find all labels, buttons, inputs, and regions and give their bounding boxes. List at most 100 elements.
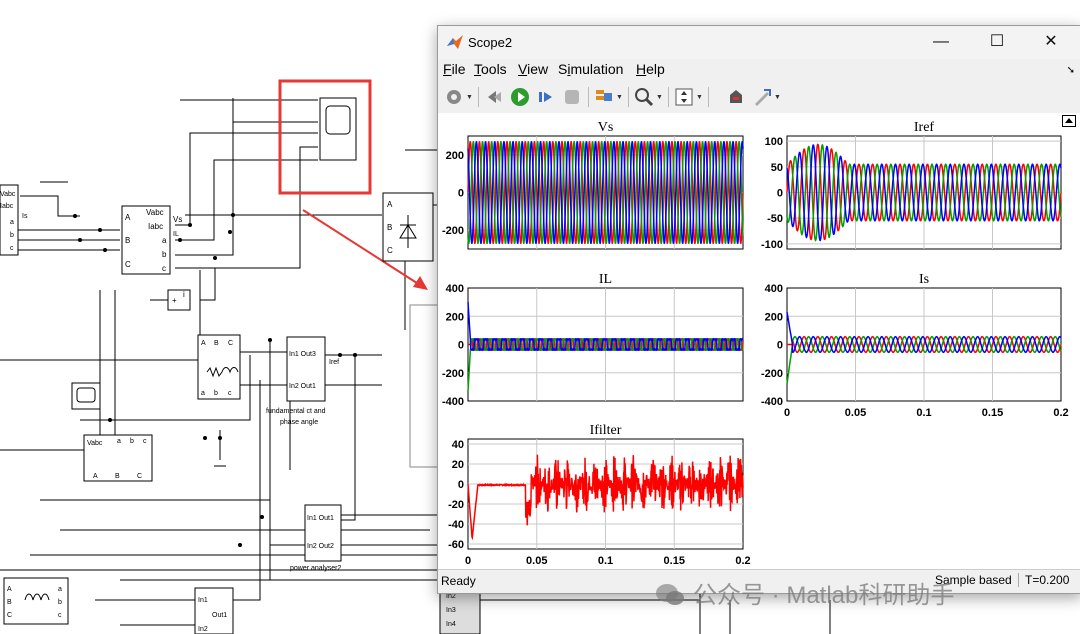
scope-plots: Vs-2000200Iref-100-50050100IL-400-200020… (442, 120, 1069, 567)
port-c2-label: c (162, 264, 166, 273)
highlight-icon[interactable] (726, 87, 746, 107)
m2-b-label: b (130, 438, 134, 445)
i-label: i (183, 290, 185, 299)
plot-title-0: Vs (598, 120, 614, 135)
status-text: Ready (441, 574, 476, 588)
restore-view-icon[interactable] (484, 87, 504, 107)
y-tick-label: -200 (442, 368, 464, 380)
watermark: 公众号 · Matlab科研助手 (655, 575, 954, 610)
menu-sim-pre: S (558, 61, 568, 77)
style-dropdown-icon[interactable]: ▼ (616, 94, 623, 101)
style-icon[interactable] (594, 87, 614, 107)
measurement-block-left[interactable]: Vabc Iabc a b c (0, 184, 19, 256)
menu-file[interactable]: File (443, 61, 466, 77)
power-analyser-subsystem[interactable]: In1 Out1 In2 Out2 (304, 504, 342, 562)
menu-view[interactable]: View (518, 61, 549, 77)
rect-B-label: B (387, 223, 392, 232)
dock-arrow-icon[interactable]: ➘ (1066, 65, 1075, 76)
menu-bar: File Tools View Simulation Help ➘ (438, 59, 1080, 81)
mux-in4-label: In4 (446, 621, 456, 628)
fundamental-ct-subsystem[interactable]: In1 Out3 In2 Out1 (286, 336, 326, 402)
y-tick-label: 50 (771, 162, 783, 174)
zoom-icon[interactable] (634, 87, 654, 107)
scope-block[interactable] (319, 97, 357, 161)
y-tick-label: 0 (458, 340, 464, 352)
step-forward-icon[interactable] (536, 87, 556, 107)
series-line-3-1 (786, 335, 1062, 385)
series-line-0-2 (467, 141, 744, 244)
autoscale-dropdown-icon[interactable]: ▼ (696, 94, 703, 101)
measure-dropdown-icon[interactable]: ▼ (774, 94, 781, 101)
status-bar: Ready Sample based T=0.200 (438, 569, 1080, 593)
measurement-block-2[interactable]: Vabc a b c A B C (83, 434, 153, 482)
x-tick-label: 0.1 (916, 407, 931, 419)
measure-icon[interactable] (752, 87, 772, 107)
rectifier-block[interactable]: A B C (382, 192, 434, 262)
load-b-label: b (214, 390, 218, 397)
vi-measurement-block[interactable]: Vabc Iabc A B C a b c (121, 205, 171, 275)
bus-block[interactable] (409, 304, 439, 468)
settings-icon[interactable] (444, 87, 464, 107)
minimize-button[interactable]: — (933, 33, 949, 50)
load-A-label: A (201, 340, 206, 347)
plot-title-4: Ifilter (590, 423, 622, 438)
series-line-3-0 (787, 335, 1062, 354)
autoscale-icon[interactable] (674, 87, 694, 107)
x-tick-label: 0.05 (845, 407, 866, 419)
x-tick-label: 0.2 (1053, 407, 1068, 419)
series-line-1-2 (786, 144, 1062, 242)
toolbar-separator (478, 87, 479, 107)
mux-block[interactable]: In2 In3 In4 (439, 587, 481, 634)
ind-B-label: B (7, 599, 12, 606)
menu-tools[interactable]: Tools (474, 61, 507, 77)
port-a2-label: a (162, 236, 167, 245)
y-tick-label: -100 (761, 239, 783, 251)
y-tick-label: 200 (446, 311, 464, 323)
settings-dropdown-icon[interactable]: ▼ (466, 94, 473, 101)
y-tick-label: 400 (765, 283, 783, 295)
toolbar-separator (588, 87, 589, 107)
m2-A-label: A (93, 473, 98, 480)
series-line-0-1 (467, 141, 744, 244)
menu-sim-rest: mulation (570, 61, 624, 77)
port-B-label: B (125, 236, 130, 245)
toolbar: ▼ ▼ ▼ ▼ ▼ (438, 81, 1080, 114)
close-button[interactable]: ✕ (1044, 33, 1058, 50)
inductor-block[interactable]: A B C a b c (3, 577, 69, 625)
menu-simulation[interactable]: Simulation (558, 61, 624, 77)
sb-out1-label: Out1 (212, 612, 227, 619)
maximize-button[interactable]: ☐ (989, 33, 1005, 50)
series-line-4-0 (467, 454, 744, 541)
series-line-2-2 (467, 302, 744, 351)
undock-icon[interactable] (1062, 115, 1076, 127)
port-C-label: C (125, 260, 131, 269)
plus-label: + (172, 296, 177, 305)
load-C-label: C (228, 340, 233, 347)
plot-title-2: IL (599, 272, 612, 287)
scope-block-small[interactable] (71, 382, 101, 410)
matlab-icon (447, 35, 463, 49)
watermark-text: 公众号 · Matlab科研助手 (693, 582, 955, 609)
window-title: Scope2 (468, 35, 513, 50)
vabc-label: Vabc (0, 191, 16, 198)
ind-C-label: C (7, 612, 12, 619)
y-tick-label: 400 (446, 283, 464, 295)
y-tick-label: -400 (761, 396, 783, 408)
menu-help-rest: elp (646, 61, 665, 77)
iabc-label: Iabc (0, 203, 14, 210)
load-block[interactable]: A B C a b c (197, 334, 241, 400)
load-B-label: B (214, 340, 219, 347)
y-tick-label: -60 (448, 539, 464, 551)
stop-icon[interactable] (562, 87, 582, 107)
zoom-dropdown-icon[interactable]: ▼ (656, 94, 663, 101)
title-bar[interactable]: Scope2 — ☐ ✕ (438, 26, 1080, 59)
ind-A-label: A (7, 586, 12, 593)
mux-in3-label: In3 (446, 607, 456, 614)
subsystem-bottom[interactable]: In1 Out1 In2 (194, 587, 234, 634)
run-icon[interactable] (510, 87, 530, 107)
scope-window[interactable]: Scope2 — ☐ ✕ File Tools View Simulation … (437, 25, 1080, 594)
port-b-label: b (10, 232, 14, 239)
menu-help[interactable]: Help (636, 61, 665, 77)
sum-block[interactable]: + i (167, 289, 191, 311)
